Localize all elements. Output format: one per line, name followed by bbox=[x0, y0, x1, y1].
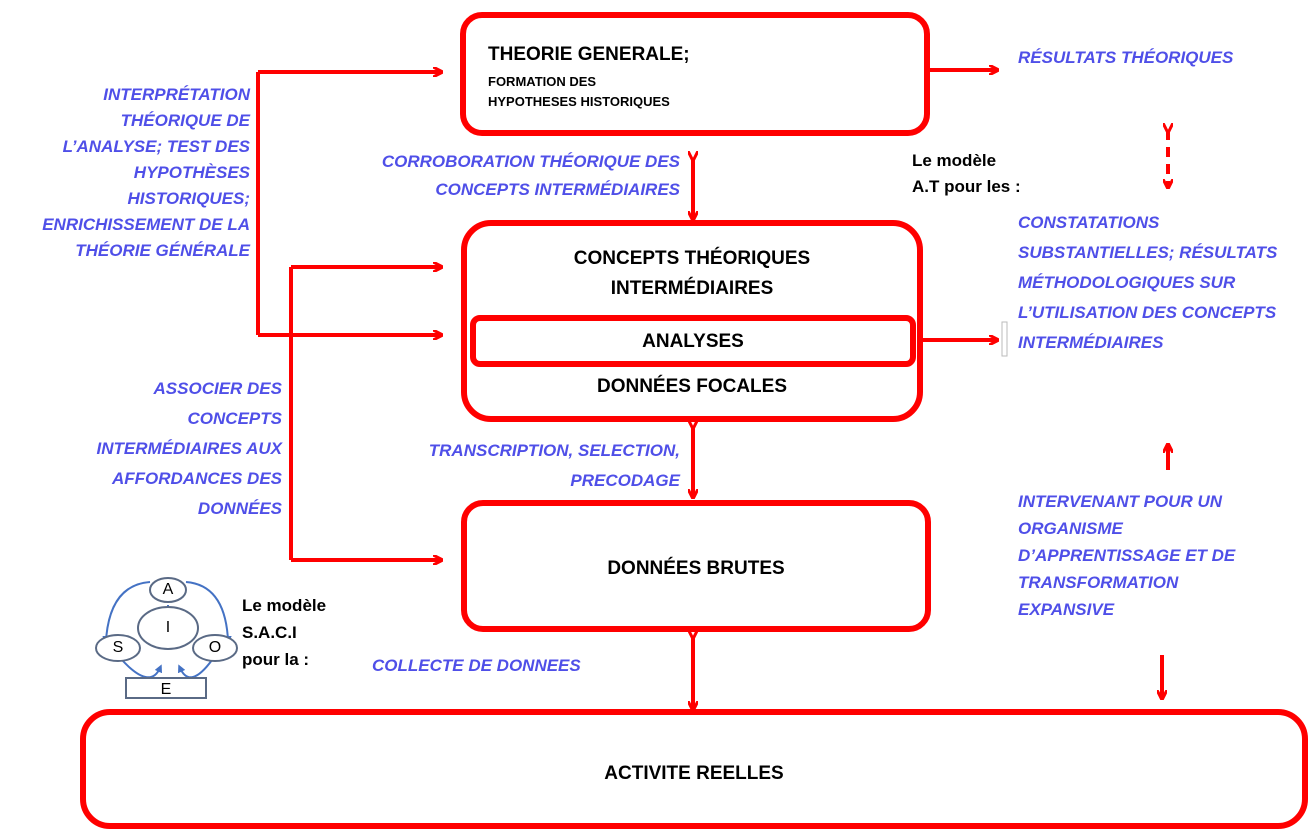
saci-model-label: Le modèle S.A.C.I pour la : bbox=[242, 596, 327, 669]
saci-node-e: E bbox=[160, 681, 172, 698]
activite-box: ACTIVITE REELLES bbox=[80, 709, 1308, 829]
saci-node-a: A bbox=[162, 581, 174, 598]
theorie-generale-box: THEORIE GENERALE; FORMATION DES HYPOTHES… bbox=[460, 12, 930, 136]
saci-node-i: I bbox=[165, 619, 171, 636]
theorie-generale-sub-1: FORMATION DES bbox=[488, 74, 597, 89]
concepts-line-2: INTERMÉDIAIRES bbox=[610, 278, 774, 299]
bracket-mark bbox=[1001, 321, 1008, 357]
constatations-label: CONSTATATIONS SUBSTANTIELLES; RÉSULTATS … bbox=[1018, 213, 1278, 352]
resultats-label: RÉSULTATS THÉORIQUES bbox=[1018, 48, 1234, 67]
interpretation-label: INTERPRÉTATION THÉORIQUE DE L’ANALYSE; T… bbox=[42, 85, 250, 260]
concepts-box: CONCEPTS THÉORIQUES INTERMÉDIAIRES DONNÉ… bbox=[461, 220, 923, 422]
transcription-label: TRANSCRIPTION, SELECTION, PRECODAGE bbox=[428, 441, 680, 490]
donnees-brutes-label: DONNÉES BRUTES bbox=[607, 558, 785, 579]
theorie-generale-title: THEORIE GENERALE; bbox=[488, 44, 690, 65]
donnees-brutes-box: DONNÉES BRUTES bbox=[461, 500, 931, 632]
activite-label: ACTIVITE REELLES bbox=[604, 763, 784, 784]
donnees-focales: DONNÉES FOCALES bbox=[596, 376, 788, 397]
at-model-label: Le modèle A.T pour les : bbox=[912, 151, 1021, 196]
theorie-generale-sub-2: HYPOTHESES HISTORIQUES bbox=[488, 94, 670, 109]
intervenant-label: INTERVENANT POUR UN ORGANISME D’APPRENTI… bbox=[1018, 492, 1236, 619]
saci-node-s: S bbox=[112, 639, 124, 656]
associer-label: ASSOCIER DES CONCEPTS INTERMÉDIAIRES AUX… bbox=[96, 379, 282, 518]
saci-model-diagram bbox=[95, 577, 238, 699]
corroboration-label: CORROBORATION THÉORIQUE DES CONCEPTS INT… bbox=[381, 152, 680, 199]
concepts-line-1: CONCEPTS THÉORIQUES bbox=[573, 248, 811, 269]
saci-node-o: O bbox=[208, 639, 222, 656]
analyses-label: ANALYSES bbox=[642, 331, 744, 352]
collecte-label: COLLECTE DE DONNEES bbox=[372, 656, 581, 675]
analyses-box: ANALYSES bbox=[470, 315, 916, 367]
